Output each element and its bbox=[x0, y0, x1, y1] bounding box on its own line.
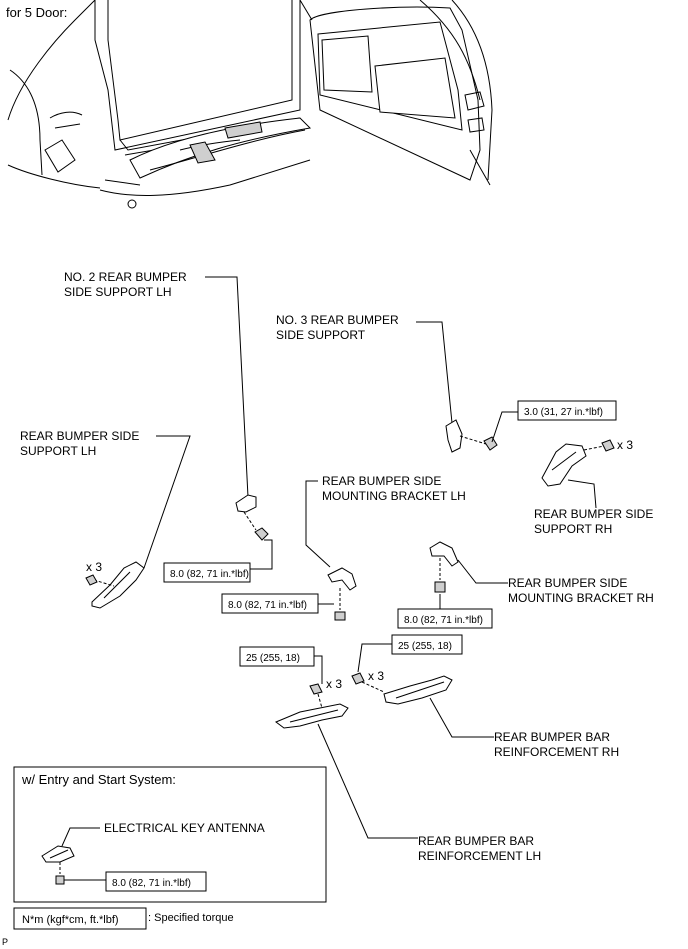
torque-box-no3 bbox=[517, 400, 617, 421]
legend-description: : Specified torque bbox=[148, 912, 234, 924]
torque-bracket-lh: 8.0 (82, 71 in.*lbf) bbox=[228, 600, 307, 611]
label-side-support-rh-line2: SUPPORT RH bbox=[534, 522, 612, 536]
no2-side-support-lh-part bbox=[235, 494, 257, 513]
side-support-lh-bolt-icon bbox=[85, 574, 98, 586]
inset-title: w/ Entry and Start System: bbox=[21, 772, 176, 787]
bracket-lh-part bbox=[327, 567, 357, 591]
torque-box-bracket-lh bbox=[221, 593, 319, 614]
label-bracket-lh-line2: MOUNTING BRACKET LH bbox=[322, 489, 466, 503]
label-reinf-rh-line1: REAR BUMPER BAR bbox=[494, 730, 610, 744]
label-side-support-rh-line1: REAR BUMPER SIDE bbox=[534, 507, 653, 521]
no2-side-support-lh-group: NO. 2 REAR BUMPER SIDE SUPPORT LH 8.0 (8… bbox=[64, 270, 273, 583]
label-side-support-lh-line1: REAR BUMPER SIDE bbox=[20, 429, 139, 443]
label-reinf-lh-line1: REAR BUMPER BAR bbox=[418, 834, 534, 848]
torque-no3: 3.0 (31, 27 in.*lbf) bbox=[524, 407, 603, 418]
legend-unit-text: N*m (kgf*cm, ft.*lbf) bbox=[22, 914, 119, 926]
bracket-rh-part bbox=[429, 541, 459, 567]
corner-mark: P bbox=[2, 937, 8, 947]
reinf-lh-bolt-icon bbox=[309, 683, 323, 695]
qty-side-support-lh: x 3 bbox=[86, 560, 102, 574]
antenna-bolt-icon bbox=[55, 875, 65, 885]
side-support-rh-part bbox=[541, 443, 587, 487]
bar-reinforcement-lh-group: 25 (255, 18) x 3 REAR BUMPER BAR REINFOR… bbox=[239, 646, 541, 863]
label-no2-side-support-lh-line2: SIDE SUPPORT LH bbox=[64, 285, 172, 299]
label-no2-side-support-lh-line1: NO. 2 REAR BUMPER bbox=[64, 270, 187, 284]
reinf-rh-bolt-icon bbox=[351, 672, 365, 685]
label-no3-side-support-line1: NO. 3 REAR BUMPER bbox=[276, 313, 399, 327]
label-bracket-rh-line2: MOUNTING BRACKET RH bbox=[508, 591, 654, 605]
no3-side-support-group: NO. 3 REAR BUMPER SIDE SUPPORT 3.0 (31, … bbox=[276, 313, 617, 453]
no2-bolt-icon bbox=[254, 527, 269, 541]
label-reinf-rh-line2: REINFORCEMENT RH bbox=[494, 745, 619, 759]
no3-side-support-part bbox=[445, 419, 463, 453]
torque-reinf-rh: 25 (255, 18) bbox=[398, 641, 452, 652]
legend: N*m (kgf*cm, ft.*lbf) : Specified torque bbox=[13, 907, 234, 930]
side-mounting-bracket-lh-group: REAR BUMPER SIDE MOUNTING BRACKET LH 8.0… bbox=[221, 474, 466, 621]
variant-label: for 5 Door: bbox=[6, 5, 67, 20]
qty-side-support-rh: x 3 bbox=[617, 438, 633, 452]
label-bracket-lh-line1: REAR BUMPER SIDE bbox=[322, 474, 441, 488]
torque-reinf-lh: 25 (255, 18) bbox=[246, 653, 300, 664]
torque-box-no2 bbox=[163, 562, 251, 583]
label-reinf-lh-line2: REINFORCEMENT LH bbox=[418, 849, 541, 863]
bracket-rh-bolt-icon bbox=[434, 581, 446, 593]
bar-reinforcement-rh-group: 25 (255, 18) x 3 REAR BUMPER BAR REINFOR… bbox=[351, 634, 619, 759]
torque-antenna: 8.0 (82, 71 in.*lbf) bbox=[112, 878, 191, 889]
bracket-lh-bolt-icon bbox=[334, 611, 346, 621]
label-side-support-lh-line2: SUPPORT LH bbox=[20, 444, 96, 458]
label-electrical-key-antenna: ELECTRICAL KEY ANTENNA bbox=[104, 821, 265, 835]
qty-reinf-lh: x 3 bbox=[326, 677, 342, 691]
no3-bolt-icon bbox=[483, 436, 498, 451]
label-bracket-rh-line1: REAR BUMPER SIDE bbox=[508, 576, 627, 590]
side-support-rh-bolt-icon bbox=[601, 439, 615, 452]
label-no3-side-support-line2: SIDE SUPPORT bbox=[276, 328, 366, 342]
inset-entry-start-system: w/ Entry and Start System: ELECTRICAL KE… bbox=[13, 766, 327, 903]
qty-reinf-rh: x 3 bbox=[368, 669, 384, 683]
reinf-rh-part bbox=[383, 675, 453, 705]
torque-box-bracket-rh bbox=[397, 608, 493, 629]
side-support-rh-group: x 3 REAR BUMPER SIDE SUPPORT RH bbox=[534, 438, 653, 536]
torque-box-antenna bbox=[105, 871, 207, 892]
vehicle-rear-illustration bbox=[7, 0, 493, 209]
side-mounting-bracket-rh-group: REAR BUMPER SIDE MOUNTING BRACKET RH 8.0… bbox=[397, 541, 654, 629]
torque-bracket-rh: 8.0 (82, 71 in.*lbf) bbox=[404, 615, 483, 626]
torque-no2: 8.0 (82, 71 in.*lbf) bbox=[170, 569, 249, 580]
legend-unit-box bbox=[13, 907, 147, 930]
side-support-lh-group: REAR BUMPER SIDE SUPPORT LH x 3 bbox=[20, 429, 191, 609]
